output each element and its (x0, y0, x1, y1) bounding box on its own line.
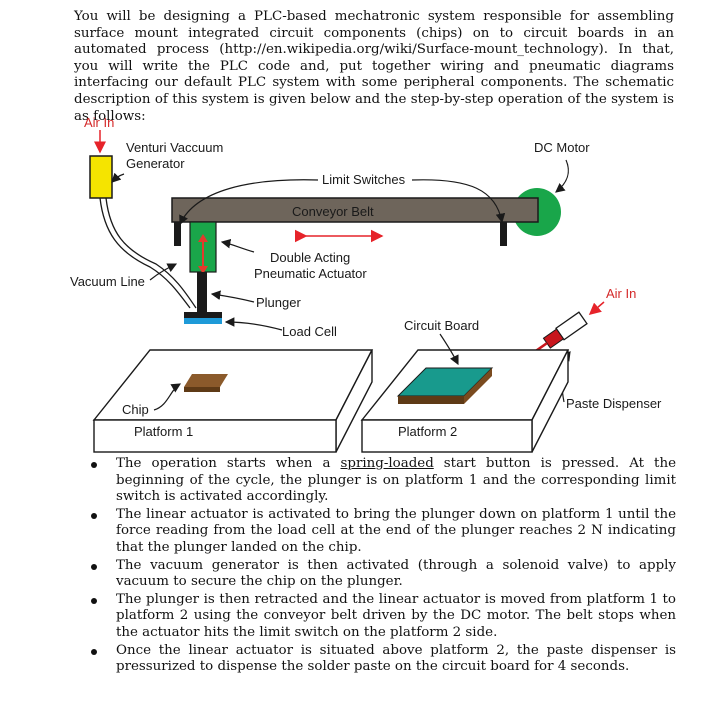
platform-1-label: Platform 1 (134, 424, 193, 439)
step-1-text-b: start button is pressed. At the beginnin… (116, 456, 676, 505)
vacuum-line-label: Vacuum Line (70, 274, 145, 289)
chip-edge (184, 387, 220, 392)
bullet-icon (91, 563, 97, 570)
limit-switch-right (500, 222, 507, 246)
actuator-down-arrowhead (198, 266, 208, 274)
bullet-icon (91, 597, 97, 604)
step-5-text: Once the linear actuator is situated abo… (116, 642, 676, 675)
actuator-pointer (220, 238, 255, 253)
limit-switches-label: Limit Switches (322, 172, 406, 187)
circuit-board-pointer (439, 333, 459, 366)
air-in-right-label: Air In (606, 286, 636, 301)
circuit-board-label: Circuit Board (404, 318, 479, 333)
conveyor-belt (171, 197, 539, 223)
actuator-up-arrowhead (198, 234, 208, 242)
vacuum-line-tube-2 (105, 197, 197, 309)
step-2-text: The linear actuator is activated to brin… (116, 506, 676, 555)
step-1-text-a: The operation starts when a (116, 456, 341, 471)
limit-switch-left (174, 222, 181, 246)
chip-label: Chip (122, 402, 149, 417)
plunger (197, 272, 207, 312)
intro-paragraph: You will be designing a PLC-based mechat… (74, 9, 674, 124)
circuit-board-side (464, 368, 492, 404)
platform-2-label: Platform 2 (398, 424, 457, 439)
dc-motor-label: DC Motor (534, 140, 590, 155)
paste-dispenser-label: Paste Dispenser (566, 396, 662, 411)
limit-switch-pointer-right (411, 179, 506, 224)
load-cell-pointer (224, 317, 283, 331)
plunger-pointer (210, 290, 255, 303)
step-3-text: The vacuum generator is then activated (… (116, 557, 676, 590)
dc-motor-pointer (555, 159, 569, 193)
chip (184, 374, 228, 387)
circuit-board-edge (398, 396, 464, 404)
load-cell-top (184, 312, 222, 318)
air-in-left-label: Air In (84, 115, 114, 130)
platform-1 (92, 349, 374, 453)
venturi-label-line1: Venturi Vaccuum (126, 140, 223, 155)
step-1: The operation starts when a spring-loade… (88, 456, 676, 506)
step-3: The vacuum generator is then activated (… (88, 558, 676, 591)
load-cell-label: Load Cell (282, 324, 337, 339)
operation-steps-list: The operation starts when a spring-loade… (88, 456, 676, 677)
air-in-right-arrow (588, 301, 605, 315)
chip-pointer (153, 383, 182, 411)
system-schematic: Air In Venturi Vaccuum Generator Vacuum … (70, 115, 662, 453)
step-4: The plunger is then retracted and the li… (88, 592, 676, 642)
load-cell (184, 318, 222, 324)
conveyor-belt-label: Conveyor Belt (292, 204, 374, 219)
plunger-label: Plunger (256, 295, 301, 310)
step-5: Once the linear actuator is situated abo… (88, 643, 676, 676)
vacuum-line-tube-1 (99, 197, 191, 309)
paste-dispenser (526, 311, 588, 358)
actuator-label-line2: Pneumatic Actuator (254, 266, 367, 281)
actuator-label-line1: Double Acting (270, 250, 350, 265)
vacuum-line-pointer (149, 263, 178, 281)
bullet-icon (91, 512, 97, 519)
venturi-pointer (111, 172, 125, 183)
bullet-icon (91, 462, 97, 468)
step-1-underlined: spring-loaded (340, 456, 434, 471)
step-4-text: The plunger is then retracted and the li… (116, 591, 676, 640)
venturi-generator (89, 155, 113, 199)
bullet-icon (91, 648, 97, 655)
venturi-label-line2: Generator (126, 156, 185, 171)
limit-switch-pointer-left (179, 179, 319, 226)
step-2: The linear actuator is activated to brin… (88, 507, 676, 557)
